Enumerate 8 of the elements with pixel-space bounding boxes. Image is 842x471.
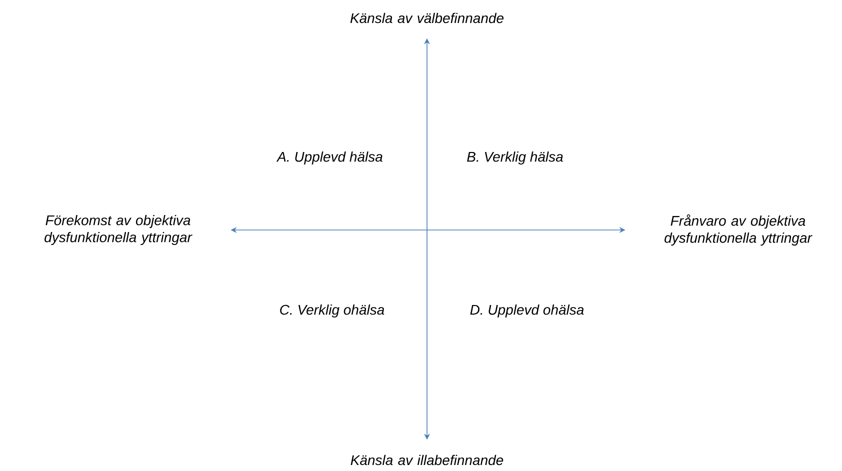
- axis-label: Känsla av välbefinnande: [350, 12, 504, 24]
- quadrant-label: B. Verklig hälsa: [467, 151, 563, 165]
- axis-label: Känsla av illabefinnande: [350, 454, 504, 466]
- axis-label: Förekomst av objektiva dysfunktionella yttringar: [44, 214, 192, 246]
- axis-label: Frånvaro av objektiva dysfunktionella yttringar: [664, 214, 812, 246]
- quadrant-label: C. Verklig ohälsa: [280, 304, 384, 318]
- quadrant-label: D. Upplevd ohälsa: [470, 304, 584, 318]
- quadrant-label: A. Upplevd hälsa: [276, 151, 382, 165]
